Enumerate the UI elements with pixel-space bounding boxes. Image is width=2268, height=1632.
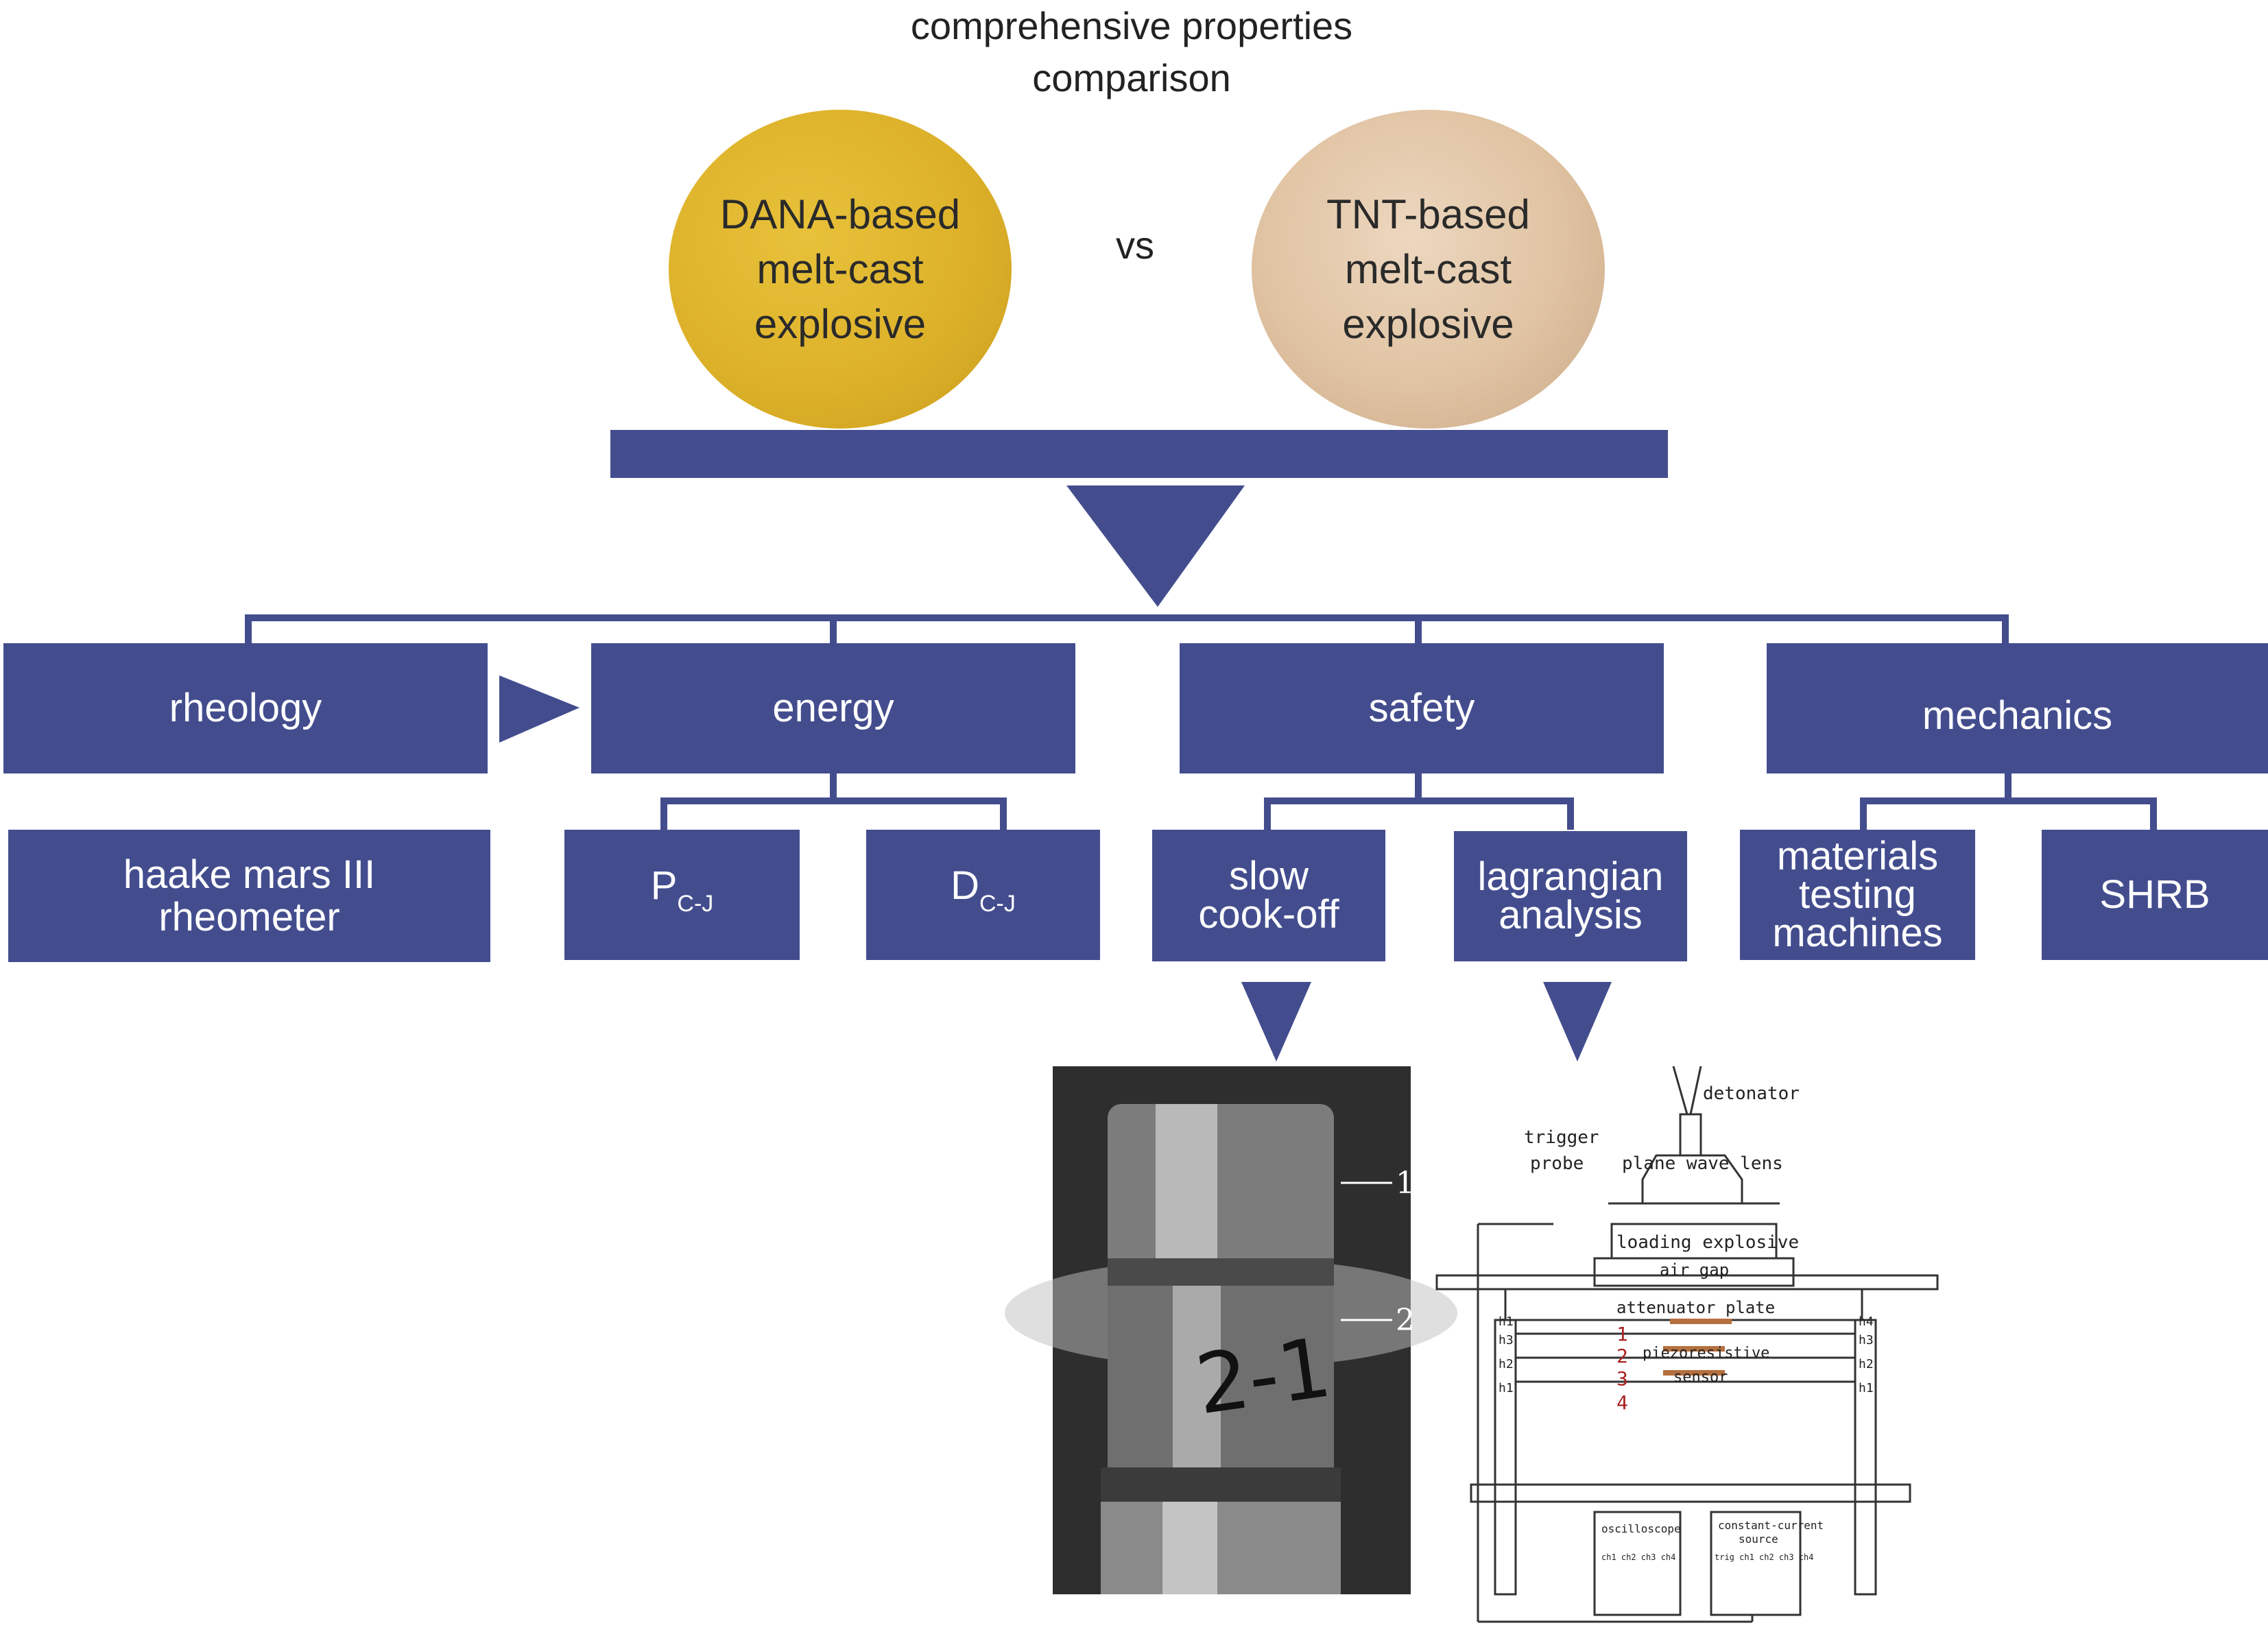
category-tree bbox=[245, 614, 2009, 643]
photo-sample-label: 2-1 bbox=[1191, 1320, 1337, 1433]
lagrangian-schematic: detonator trigger probe plane wave lens … bbox=[1435, 1066, 1939, 1623]
category-mechanics: mechanics bbox=[1767, 643, 2268, 773]
rheology-to-energy-arrow bbox=[499, 675, 580, 743]
dcj-main: D bbox=[951, 863, 979, 908]
summary-bar bbox=[610, 430, 1668, 478]
method-dcj: DC-J bbox=[866, 830, 1100, 960]
label-attenuator-plate: attenuator plate bbox=[1616, 1298, 1775, 1317]
down-arrow-lagrangian bbox=[1543, 982, 1612, 1061]
method-lagrangian: lagrangian analysis bbox=[1454, 831, 1687, 961]
tnt-line-3: explosive bbox=[1342, 300, 1514, 347]
sensor-number-2: 2 bbox=[1616, 1345, 1628, 1367]
h-left-2: h3 bbox=[1499, 1333, 1514, 1347]
category-safety-label: safety bbox=[1368, 686, 1475, 730]
category-rheology-label: rheology bbox=[169, 686, 322, 730]
dana-line-1: DANA-based bbox=[719, 191, 961, 237]
label-oscilloscope: oscilloscope bbox=[1601, 1522, 1681, 1535]
diagram-title: comprehensive properties comparison bbox=[789, 0, 1475, 104]
dana-line-2: melt-cast bbox=[756, 245, 924, 292]
cookoff-photo-art: 2-1 1 2 bbox=[1005, 1066, 1457, 1594]
label-probe: probe bbox=[1530, 1153, 1584, 1174]
pcj-main: P bbox=[650, 863, 678, 908]
lagrangian-line-2: analysis bbox=[1499, 893, 1643, 937]
pcj-subscript: C-J bbox=[677, 891, 714, 917]
lagrangian-line-1: lagrangian bbox=[1477, 854, 1664, 899]
tnt-sample-disk: TNT-based melt-cast explosive bbox=[1252, 110, 1605, 429]
label-piezoresistive: piezoresistive bbox=[1643, 1345, 1769, 1362]
sensor-number-3: 3 bbox=[1616, 1367, 1628, 1390]
rheometer-line-2: rheometer bbox=[158, 894, 340, 939]
vs-label: vs bbox=[1116, 224, 1154, 267]
h-right-1: h4 bbox=[1859, 1315, 1874, 1329]
title-line-2: comparison bbox=[1032, 56, 1231, 99]
photo-marker-2: 2 bbox=[1396, 1303, 1415, 1338]
category-mechanics-label: mechanics bbox=[1922, 693, 2113, 738]
materials-line-3: machines bbox=[1772, 911, 1943, 955]
tnt-line-2: melt-cast bbox=[1344, 245, 1512, 292]
label-osc-channels: ch1 ch2 ch3 ch4 bbox=[1601, 1552, 1675, 1562]
dana-line-3: explosive bbox=[754, 300, 927, 347]
h-right-2: h3 bbox=[1859, 1333, 1874, 1347]
category-rheology: rheology bbox=[3, 643, 488, 773]
cookoff-line-2: cook-off bbox=[1198, 892, 1339, 937]
label-air-gap: air gap bbox=[1660, 1260, 1729, 1280]
materials-line-1: materials bbox=[1776, 834, 1939, 878]
label-loading-explosive: loading explosive bbox=[1616, 1232, 1799, 1253]
tnt-line-1: TNT-based bbox=[1326, 191, 1530, 237]
cookoff-line-1: slow bbox=[1228, 854, 1309, 898]
h-left-3: h2 bbox=[1499, 1357, 1514, 1371]
category-energy: energy bbox=[591, 643, 1075, 773]
category-energy-label: energy bbox=[772, 686, 894, 730]
materials-line-2: testing bbox=[1799, 872, 1916, 917]
down-arrow-cookoff bbox=[1241, 982, 1311, 1061]
rheometer-line-1: haake mars III bbox=[123, 852, 376, 897]
sensor-number-1: 1 bbox=[1616, 1323, 1628, 1345]
method-rheometer: haake mars III rheometer bbox=[8, 830, 490, 962]
title-line-1: comprehensive properties bbox=[910, 4, 1353, 47]
category-safety: safety bbox=[1180, 643, 1664, 773]
method-shrb: SHRB bbox=[2042, 830, 2268, 960]
label-source: source bbox=[1739, 1533, 1778, 1546]
h-left-4: h1 bbox=[1499, 1381, 1514, 1395]
label-sensor: sensor bbox=[1673, 1369, 1728, 1386]
sensor-number-4: 4 bbox=[1616, 1391, 1628, 1414]
method-slow-cookoff: slow cook-off bbox=[1152, 830, 1385, 961]
down-arrow-main bbox=[1066, 485, 1245, 607]
h-right-4: h1 bbox=[1859, 1381, 1874, 1395]
h-left-1: h1 bbox=[1499, 1315, 1514, 1329]
label-plane-wave-lens: plane wave lens bbox=[1622, 1153, 1783, 1174]
shrb-label: SHRB bbox=[2099, 872, 2210, 917]
h-right-3: h2 bbox=[1859, 1357, 1874, 1371]
method-pcj: PC-J bbox=[564, 830, 800, 960]
label-constant-current: constant-current bbox=[1718, 1519, 1824, 1532]
label-trigger: trigger bbox=[1524, 1127, 1599, 1148]
dana-sample-disk: DANA-based melt-cast explosive bbox=[669, 110, 1012, 429]
cookoff-photo: 2-1 1 2 bbox=[1005, 1066, 1457, 1594]
method-materials-testing: materials testing machines bbox=[1740, 830, 1975, 960]
dcj-subscript: C-J bbox=[979, 891, 1016, 917]
label-src-channels: trig ch1 ch2 ch3 ch4 bbox=[1715, 1552, 1814, 1562]
photo-marker-1: 1 bbox=[1396, 1166, 1415, 1201]
label-detonator: detonator bbox=[1703, 1083, 1800, 1104]
